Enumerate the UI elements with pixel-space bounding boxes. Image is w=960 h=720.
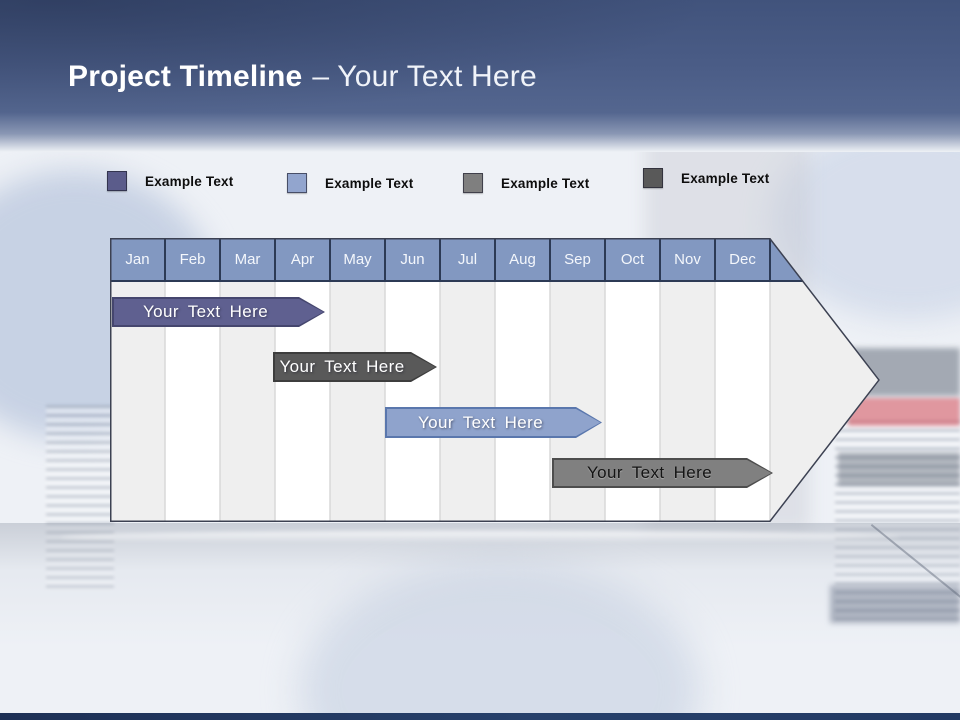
- legend-label: Example Text: [145, 173, 234, 189]
- header-band: [0, 0, 960, 152]
- legend-item-4[interactable]: Example Text: [643, 168, 769, 188]
- month-cell: Feb: [179, 251, 206, 268]
- legend-swatch-icon: [287, 173, 307, 193]
- task-bar-2[interactable]: Your Text Here: [273, 352, 437, 382]
- bottom-accent-bar: [0, 713, 960, 720]
- legend-item-2[interactable]: Example Text: [287, 173, 413, 193]
- month-cell: Dec: [729, 251, 756, 268]
- month-cell: Aug: [509, 251, 536, 268]
- month-cell: Jan: [125, 251, 150, 268]
- page-title[interactable]: Project Timeline – Your Text Here: [68, 60, 537, 94]
- task-bar-4[interactable]: Your Text Here: [552, 458, 773, 488]
- task-bar-1[interactable]: Your Text Here: [112, 297, 325, 327]
- paper-stack-left: [46, 405, 114, 590]
- reflection-highlight: [60, 531, 900, 543]
- legend-swatch-icon: [107, 171, 127, 191]
- month-cell: Jun: [400, 251, 425, 268]
- month-header-row: Jan Feb Mar Apr May Jun Jul Aug Sep Oct …: [110, 238, 770, 281]
- column-stripes-white: [165, 238, 770, 522]
- legend-swatch-icon: [643, 168, 663, 188]
- task-bar-3[interactable]: Your Text Here: [385, 407, 602, 438]
- task-bar-label: Your Text Here: [417, 412, 544, 432]
- month-cell: Nov: [674, 251, 701, 268]
- task-bar-label: Your Text Here: [586, 463, 713, 482]
- binder-base: [830, 585, 960, 623]
- legend-label: Example Text: [501, 175, 590, 191]
- task-bar-fill: [275, 354, 436, 381]
- page-title-placeholder: – Your Text Here: [312, 60, 537, 93]
- task-bar-fill: [387, 409, 601, 437]
- legend-label: Example Text: [681, 170, 770, 186]
- legend-label: Example Text: [325, 175, 414, 191]
- timeline-chart: [110, 238, 880, 522]
- month-header-dividers: [110, 238, 880, 282]
- binder-dark-mid: [838, 452, 960, 486]
- month-cell: Jul: [457, 251, 478, 268]
- arrow-outline: [110, 238, 880, 522]
- month-cell: Apr: [290, 251, 315, 268]
- month-cell: Oct: [620, 251, 645, 268]
- task-bar-fill: [114, 299, 324, 326]
- month-cell: May: [343, 251, 372, 268]
- red-folder: [848, 398, 960, 426]
- table-reflection: [0, 523, 960, 648]
- task-bar-label: Your Text Here: [279, 357, 405, 376]
- month-cell: Sep: [564, 251, 591, 268]
- page-title-main: Project Timeline: [68, 60, 303, 93]
- legend-item-1[interactable]: Example Text: [107, 171, 233, 191]
- task-bar-fill: [554, 460, 772, 487]
- legend-swatch-icon: [463, 173, 483, 193]
- paper-stack-right: [835, 420, 960, 620]
- legend-item-3[interactable]: Example Text: [463, 173, 589, 193]
- task-bar-label: Your Text Here: [142, 302, 269, 321]
- month-cell: Mar: [234, 251, 261, 268]
